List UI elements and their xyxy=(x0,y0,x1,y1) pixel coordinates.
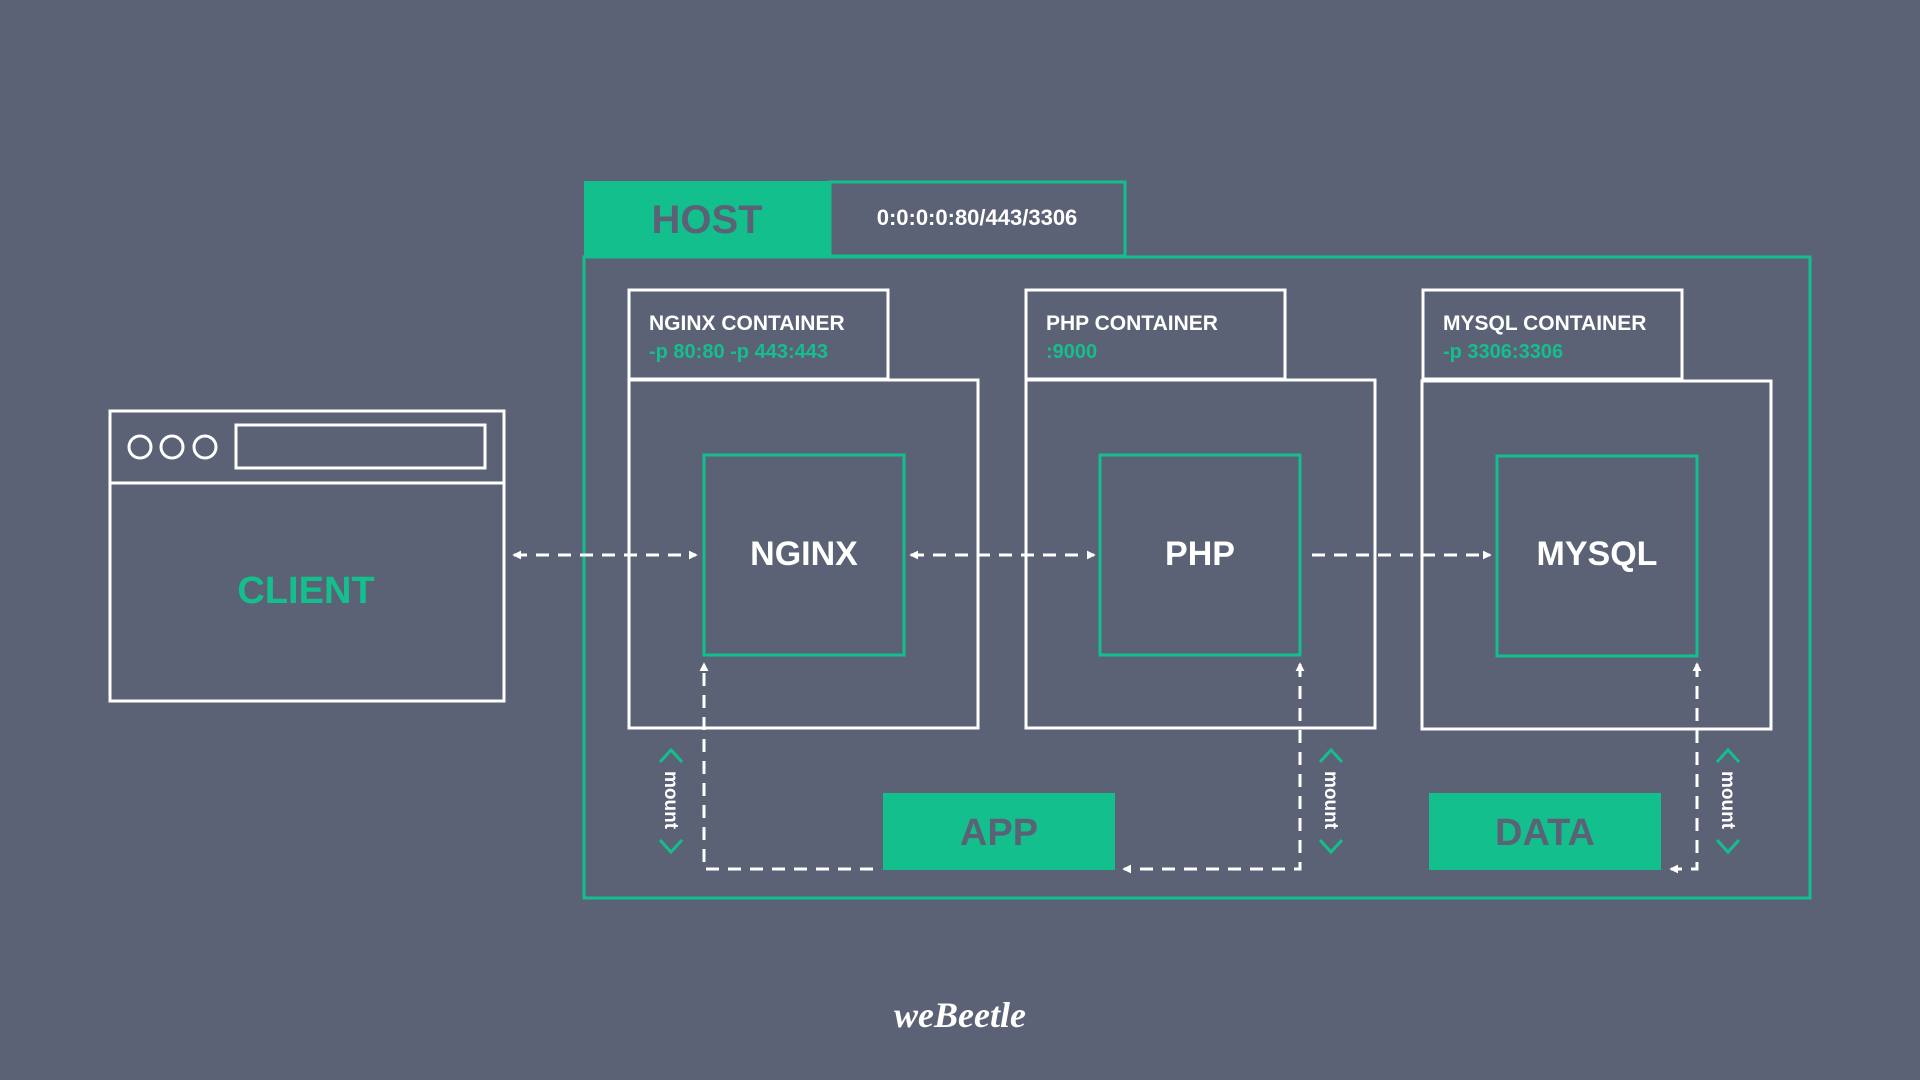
mount-label: mount xyxy=(1320,771,1341,830)
chevron-down-icon xyxy=(1318,838,1344,855)
data-volume: DATA xyxy=(1429,793,1661,870)
chevron-down-icon xyxy=(1715,838,1741,855)
connections xyxy=(512,550,1702,874)
container-ports: :9000 xyxy=(1046,341,1097,363)
mount-marker-php: mount xyxy=(1318,747,1344,855)
service-box xyxy=(1495,454,1699,658)
chevron-up-icon xyxy=(658,747,684,764)
container-title: NGINX CONTAINER xyxy=(649,312,845,335)
mount-marker-nginx: mount xyxy=(658,747,684,855)
address-bar xyxy=(234,423,487,470)
data-volume-label: DATA xyxy=(1495,812,1595,854)
host-box: HOST 0:0:0:0:80/443/3306 xyxy=(582,180,1812,900)
container-ports: -p 3306:3306 xyxy=(1443,341,1563,363)
service-box xyxy=(1098,453,1302,657)
mount-label: mount xyxy=(1717,771,1738,830)
php-app-mount-arrow xyxy=(1122,662,1305,874)
brand-logo: weBeetle xyxy=(894,995,1026,1035)
mount-marker-mysql: mount xyxy=(1715,747,1741,855)
service-label: NGINX xyxy=(750,535,858,573)
browser-window-icon xyxy=(127,434,218,460)
host-frame xyxy=(582,255,1812,900)
container-title-tab xyxy=(1421,288,1684,381)
container-title: MYSQL CONTAINER xyxy=(1443,312,1646,335)
app-volume-label: APP xyxy=(960,812,1038,854)
mysql-data-mount-arrow xyxy=(1669,662,1702,874)
chevron-up-icon xyxy=(1318,747,1344,764)
client-box: CLIENT xyxy=(108,409,506,703)
mount-label: mount xyxy=(660,771,681,830)
service-box xyxy=(702,453,906,657)
host-label: HOST xyxy=(651,198,762,242)
app-nginx-mount-arrow xyxy=(699,662,873,871)
service-label: PHP xyxy=(1165,535,1235,573)
client-label: CLIENT xyxy=(237,570,374,612)
container-title: PHP CONTAINER xyxy=(1046,312,1218,335)
app-volume: APP xyxy=(883,793,1115,870)
service-label: MYSQL xyxy=(1537,535,1658,573)
container-ports: -p 80:80 -p 443:443 xyxy=(649,341,828,363)
host-address: 0:0:0:0:80/443/3306 xyxy=(877,205,1078,230)
chevron-down-icon xyxy=(658,838,684,855)
host-tab xyxy=(584,181,830,256)
chevron-up-icon xyxy=(1715,747,1741,764)
